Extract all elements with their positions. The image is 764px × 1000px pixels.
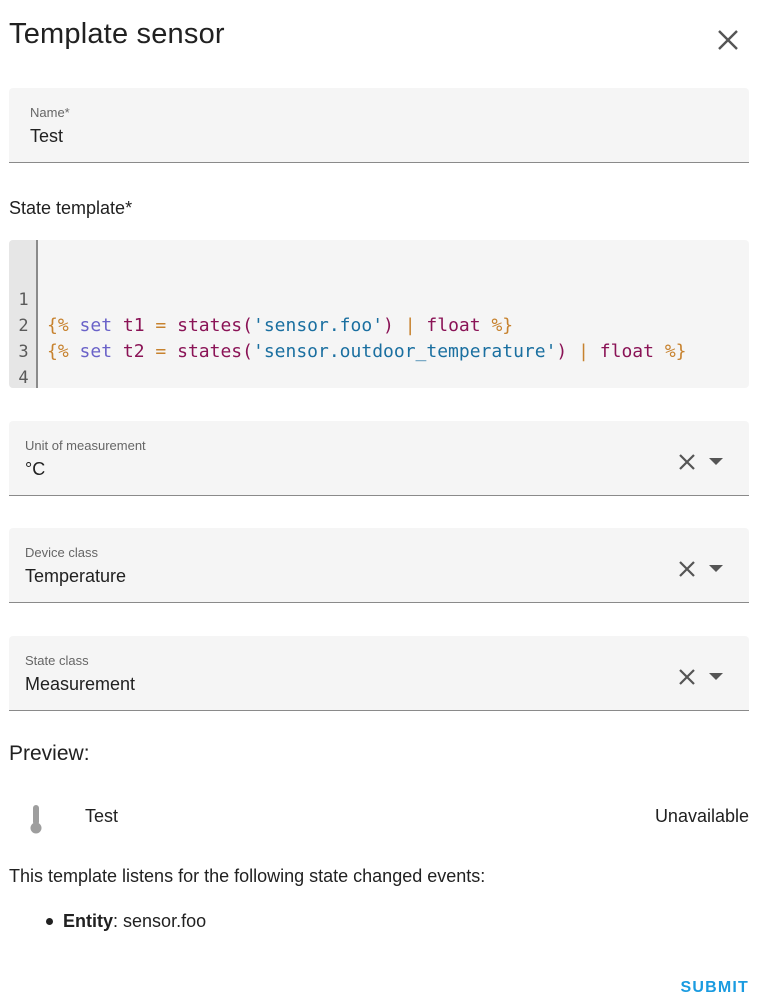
listener-entity: sensor.foo <box>123 911 207 931</box>
state-class-label: State class <box>25 653 89 668</box>
unit-of-measurement-select[interactable]: Unit of measurement °C <box>9 421 749 496</box>
chevron-down-icon <box>709 673 723 680</box>
code-line[interactable]: 3 <box>9 313 749 362</box>
state-class-select[interactable]: State class Measurement <box>9 636 749 711</box>
code-line[interactable]: 1 {% set t1 = states('sensor.foo') | flo… <box>9 261 749 336</box>
preview-entity-name: Test <box>85 806 119 826</box>
dialog-title: Template sensor <box>9 18 225 50</box>
list-item: Entity: sensor.foo <box>46 911 206 932</box>
device-class-clear-button[interactable] <box>673 555 701 583</box>
close-button[interactable] <box>712 24 744 56</box>
name-field-value[interactable]: Test <box>30 126 64 146</box>
device-class-value: Temperature <box>25 566 127 586</box>
close-icon <box>718 30 738 50</box>
unit-clear-button[interactable] <box>673 448 701 476</box>
close-icon <box>679 669 695 685</box>
code-text: {% set t1 = states('sensor.foo') | float… <box>47 315 514 336</box>
bullet <box>46 918 53 925</box>
listeners-intro: This template listens for the following … <box>9 866 486 886</box>
code-line[interactable]: 2 {% set t2 = states('sensor.outdoor_tem… <box>9 287 749 362</box>
code-line[interactable]: 4 {{ ((t1+t2)/2) | round(2, default =0) … <box>9 339 749 388</box>
unit-dropdown-toggle[interactable] <box>705 448 727 476</box>
device-class-dropdown-toggle[interactable] <box>705 555 727 583</box>
line-number: 2 <box>18 316 29 336</box>
device-class-label: Device class <box>25 545 98 560</box>
line-number: 3 <box>18 342 29 362</box>
name-field[interactable]: Name* Test <box>9 88 749 163</box>
state-template-label: State template* <box>9 198 133 218</box>
unit-of-measurement-label: Unit of measurement <box>25 438 146 453</box>
submit-button[interactable]: SUBMIT <box>680 979 749 996</box>
chevron-down-icon <box>709 565 723 572</box>
device-class-select[interactable]: Device class Temperature <box>9 528 749 603</box>
close-icon <box>679 561 695 577</box>
state-class-dropdown-toggle[interactable] <box>705 663 727 691</box>
state-class-value: Measurement <box>25 674 136 694</box>
state-class-clear-button[interactable] <box>673 663 701 691</box>
preview-title: Preview: <box>9 742 90 765</box>
line-number-gutter <box>9 240 38 388</box>
state-template-editor[interactable]: 1 {% set t1 = states('sensor.foo') | flo… <box>9 240 749 388</box>
unit-of-measurement-value: °C <box>25 459 46 479</box>
chevron-down-icon <box>709 458 723 465</box>
line-number: 1 <box>18 290 29 310</box>
listener-kind: Entity <box>63 911 114 931</box>
thermometer-icon <box>30 805 42 834</box>
name-field-label: Name* <box>30 105 70 120</box>
close-icon <box>679 454 695 470</box>
preview-entity-state: Unavailable <box>654 806 749 826</box>
code-text: {% set t2 = states('sensor.outdoor_tempe… <box>47 341 687 362</box>
listener-separator: : <box>113 911 124 931</box>
line-number: 4 <box>18 368 29 388</box>
